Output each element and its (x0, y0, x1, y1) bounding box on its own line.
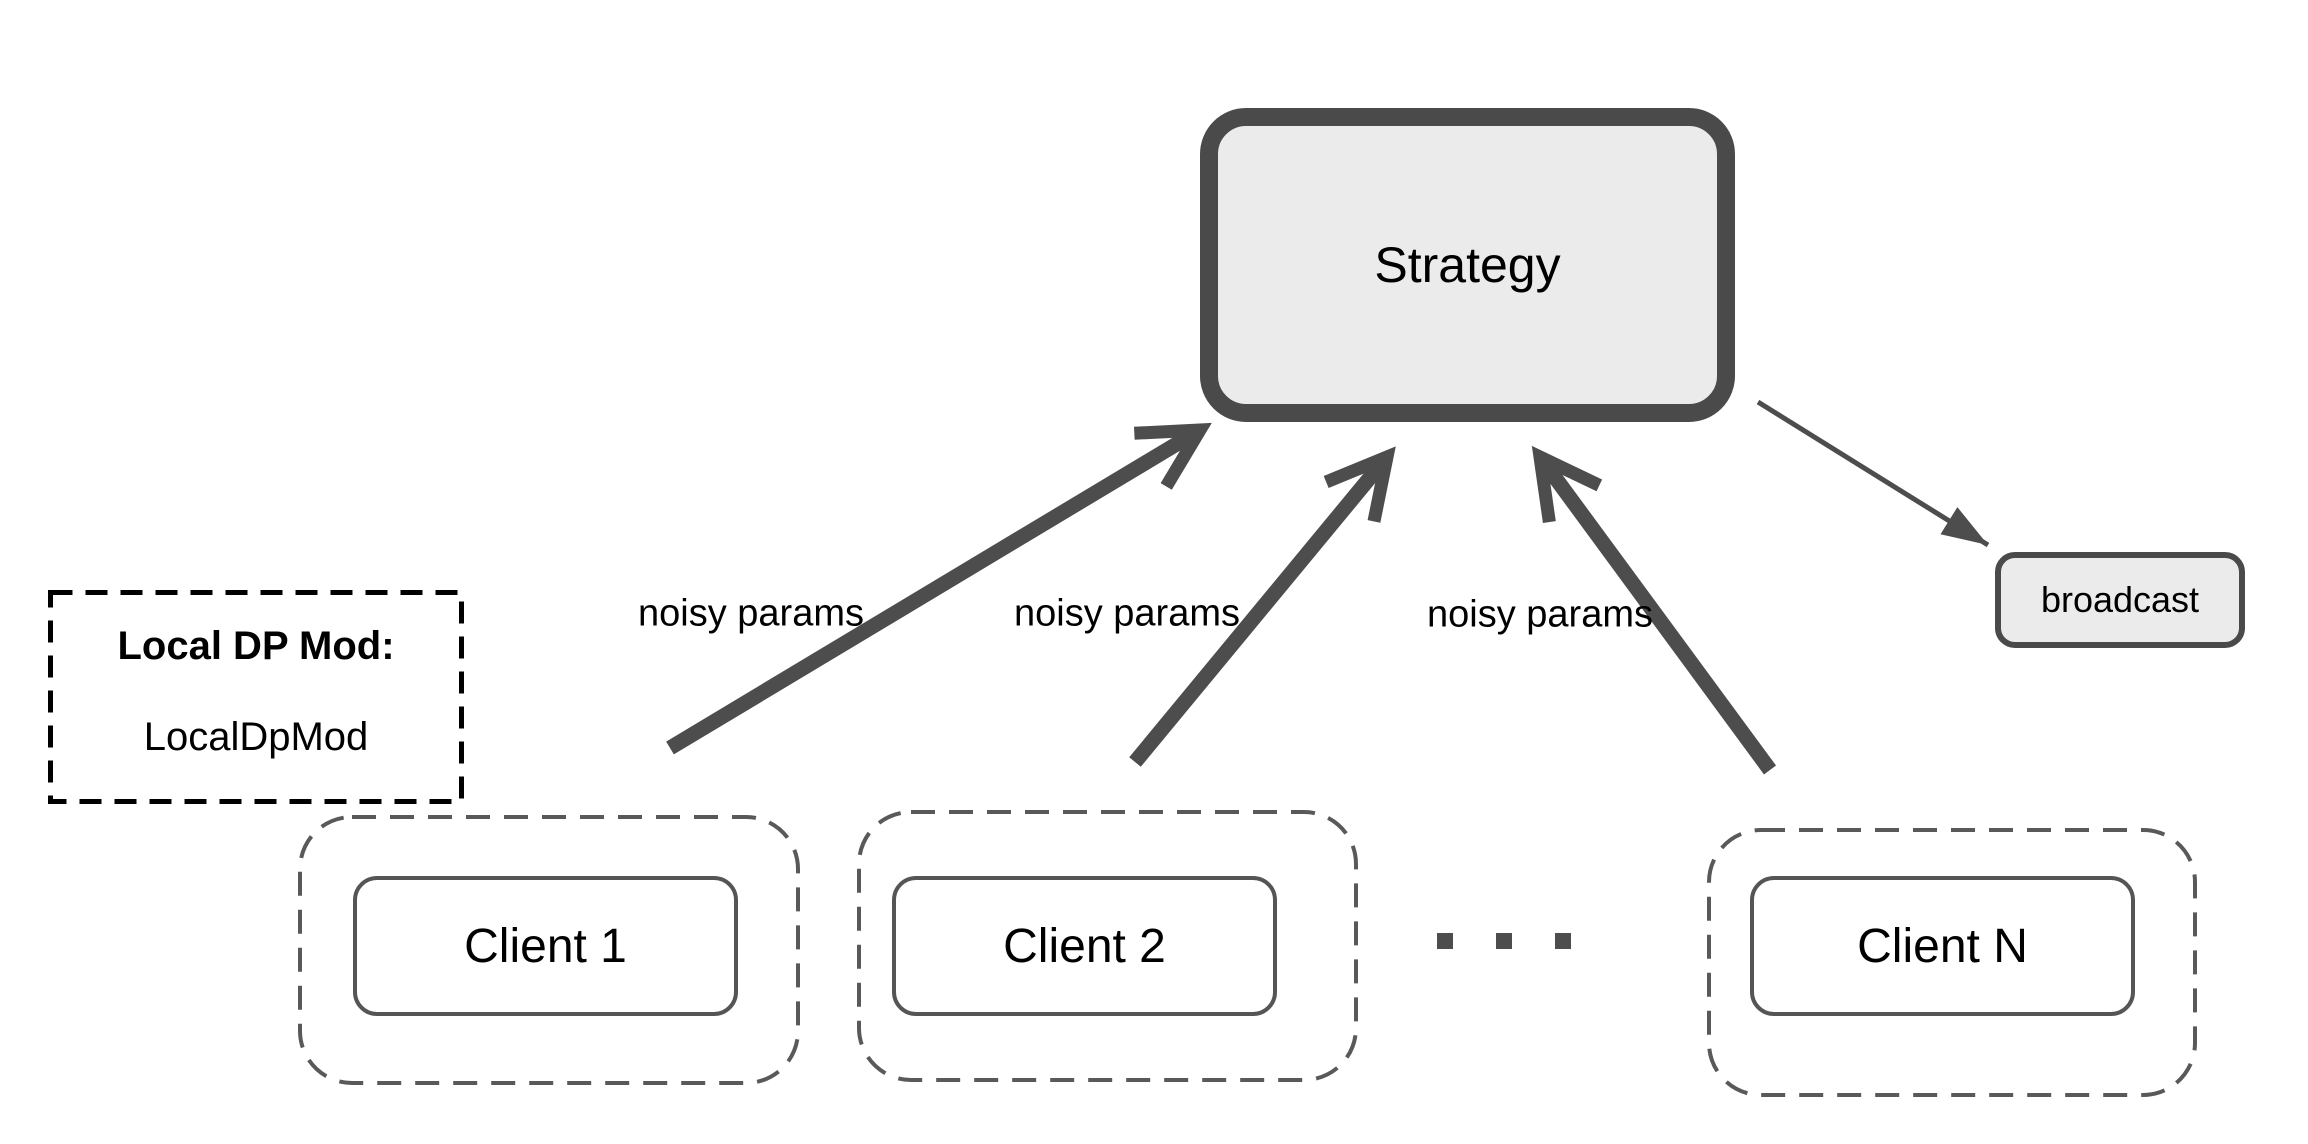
arrow-strategy-to-broadcast (1756, 399, 1990, 548)
local-dp-mod-box: Local DP Mod: LocalDpMod (48, 590, 464, 804)
local-dp-mod-value: LocalDpMod (143, 715, 369, 759)
client-1-dashed-border (298, 815, 800, 1085)
ellipsis-dot-icon (1496, 933, 1512, 949)
arrow-client1-to-strategy (666, 422, 1212, 755)
client-1-node: Client 1 (353, 876, 738, 1016)
ellipsis-dot-icon (1555, 933, 1571, 949)
noisy-params-label-1: noisy params (638, 592, 864, 635)
client-n-node: Client N (1750, 876, 2135, 1016)
local-dp-dashed-border (48, 590, 464, 804)
arrow-client2-to-strategy (1129, 446, 1396, 767)
client-2-dashed-border (857, 810, 1358, 1082)
arrow-clientn-to-strategy (1531, 445, 1777, 775)
client-2-label: Client 2 (1003, 919, 1166, 973)
noisy-params-label-3: noisy params (1427, 593, 1653, 636)
strategy-label: Strategy (1374, 237, 1561, 293)
client-2-node: Client 2 (892, 876, 1277, 1016)
strategy-node: Strategy (1200, 108, 1735, 422)
client-n-label: Client N (1857, 919, 2028, 973)
broadcast-label: broadcast (2040, 579, 2200, 620)
local-dp-mod-title: Local DP Mod: (117, 624, 395, 668)
ellipsis-dot-icon (1437, 933, 1453, 949)
noisy-params-label-2: noisy params (1014, 592, 1240, 635)
client-1-label: Client 1 (464, 919, 627, 973)
broadcast-node: broadcast (1995, 552, 2245, 648)
client-n-dashed-border (1707, 828, 2197, 1097)
